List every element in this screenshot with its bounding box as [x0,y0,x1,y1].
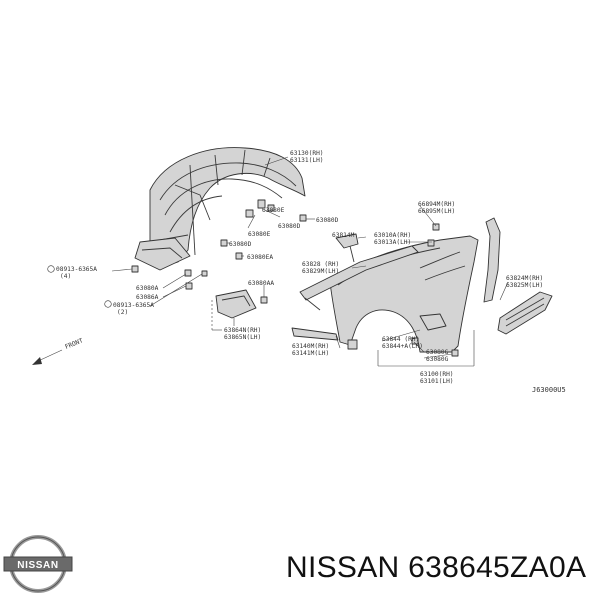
label-66895m: 66895M(LH) [418,208,455,215]
label-63080d-top: 63080D [278,223,301,230]
label-63010a: 63010A(RH) [374,232,411,239]
label-63013a: 63013A(LH) [374,239,411,246]
label-63814m: 63814M [332,232,355,239]
label-63080g: 63080G [426,349,449,356]
label-08913-6365a-1: 08913-6365A [56,266,97,273]
label-08913-6365a-2: 08913-6365A [113,302,154,309]
leader-lines [111,156,509,367]
bracket-lower-part [291,327,358,350]
label-63140m: 63140M(RH) [292,343,329,350]
label-ref-code: J63000U5 [532,386,566,394]
circled-n-icon [47,265,112,308]
label-63080d-right: 63080D [316,217,339,224]
splash-shield-part [215,289,257,319]
label-63080g-2: 63080G [426,356,449,363]
fender-liner-part [134,147,306,271]
fender-bracket-part [299,245,419,311]
label-63829m: 63829M(LH) [302,268,339,275]
bracket-small-part [335,233,359,263]
part-number-title: NISSAN 638645ZA0A [286,551,587,584]
side-garnish-part [497,291,553,335]
nissan-logo-text: NISSAN [17,560,58,571]
clip-icon [131,199,307,304]
label-63844: 63844 (RH) [382,336,419,343]
label-66894m: 66894M(RH) [418,201,455,208]
label-63100: 63100(RH) [420,371,454,378]
label-63080d-mid: 63080D [229,241,252,248]
label-63080e-top: 63080E [262,207,285,214]
fender-seal-part [483,217,501,303]
label-63824m: 63824M(RH) [506,275,543,282]
fastener-icon [411,223,459,357]
label-63080a: 63080A [136,285,159,292]
front-arrow-icon [32,349,63,365]
label-63080e-mid: 63080E [248,231,271,238]
label-63844a: 63844+A(LH) [382,343,423,350]
label-qty-2: (2) [117,309,128,316]
label-qty-4: (4) [60,273,71,280]
label-63101: 63101(LH) [420,378,454,385]
label-63130: 63130(RH) [290,150,324,157]
label-front: FRONT [64,337,84,351]
label-63865n: 63865N(LH) [224,334,261,341]
label-63864n: 63864N(RH) [224,327,261,334]
label-63141m: 63141M(LH) [292,350,329,357]
label-63086a: 63086A [136,294,159,301]
label-63131: 63131(LH) [290,157,324,164]
label-63080ea: 63080EA [247,254,273,261]
label-63825m: 63825M(LH) [506,282,543,289]
nissan-logo-icon: NISSAN [3,535,73,593]
label-63828: 63828 (RH) [302,261,339,268]
label-63080aa: 63080AA [248,280,274,287]
